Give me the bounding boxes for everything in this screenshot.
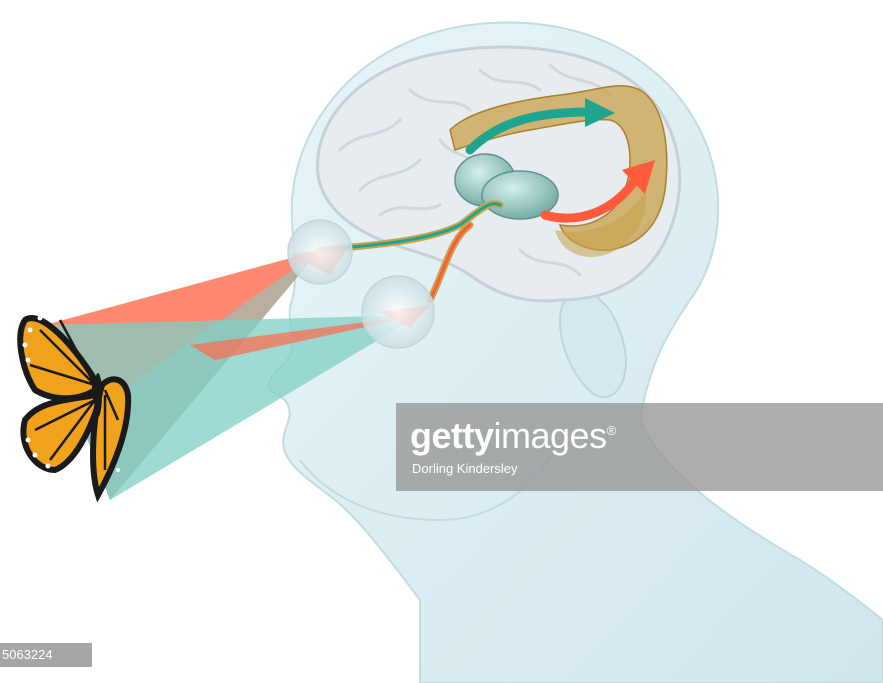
left-eye	[288, 220, 352, 284]
registered-mark: ®	[607, 423, 616, 438]
watermark-credit: Dorling Kindersley	[412, 461, 518, 476]
watermark-brand-bold: getty	[410, 415, 494, 456]
watermark-banner: gettyimages® Dorling Kindersley	[396, 403, 883, 491]
watermark-logo: gettyimages®	[410, 415, 616, 457]
right-eye	[362, 276, 434, 348]
watermark-brand-light: images	[494, 415, 607, 456]
image-id-label: 5063224	[0, 643, 92, 667]
